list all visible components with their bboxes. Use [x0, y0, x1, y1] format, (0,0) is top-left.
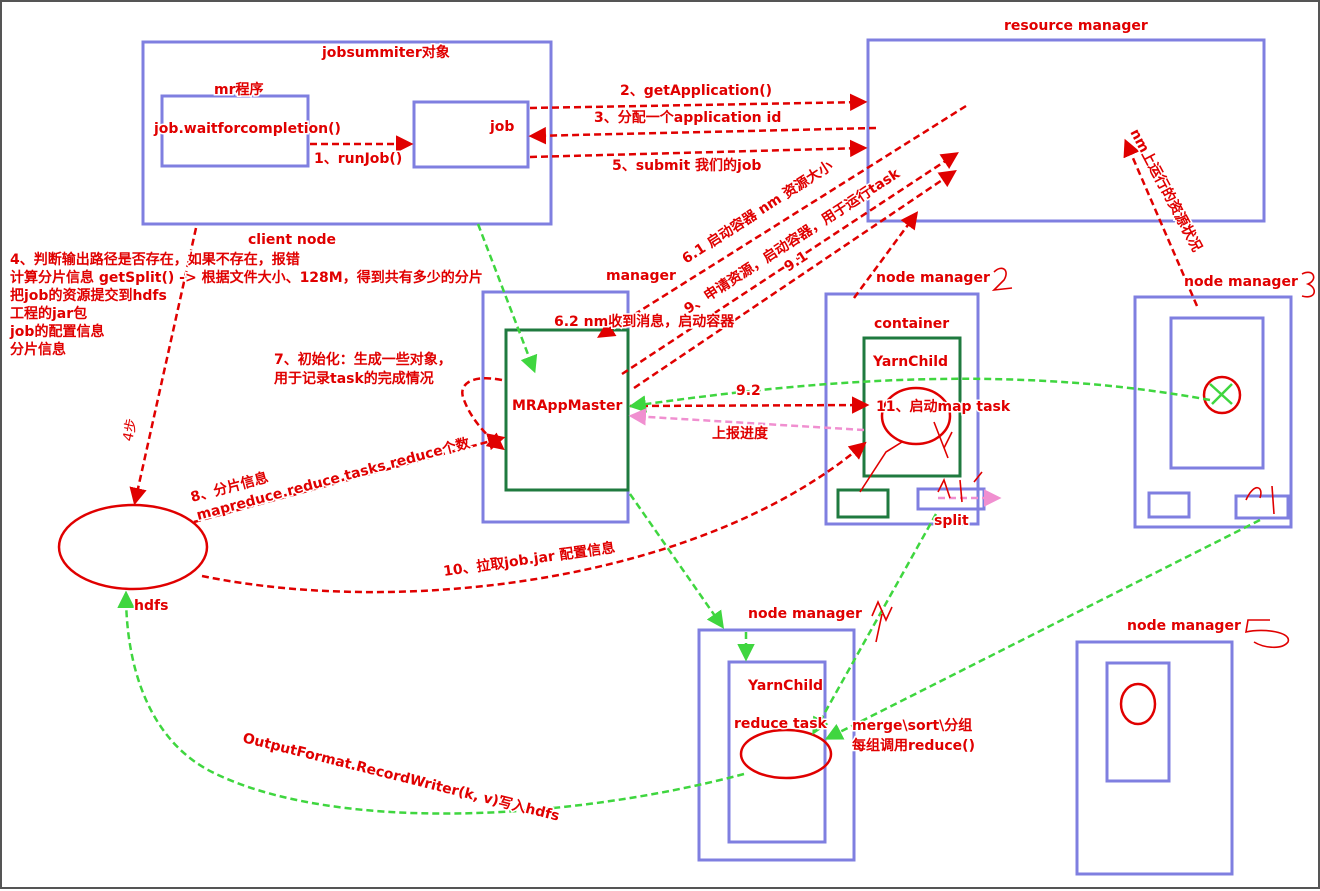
arrow-client-to-am — [476, 223, 538, 374]
label-node-manager-4: node manager — [748, 606, 862, 622]
label-client-node: client node — [248, 232, 336, 248]
arrow-11-start-map — [629, 396, 870, 414]
arrow-91-am-to-rm — [633, 170, 957, 390]
arrow-7-init — [461, 377, 505, 451]
label-node-manager-3: node manager — [1184, 274, 1298, 290]
nm3-inner-box — [1169, 316, 1265, 470]
job-box — [412, 100, 530, 169]
label-mrappmaster: MRAppMaster — [512, 398, 622, 414]
arrow-output-to-hdfs — [117, 590, 745, 815]
node-manager-3-box — [1133, 295, 1293, 529]
arrow-9-am-to-rm — [621, 152, 959, 376]
hand-mark-1 — [1245, 485, 1275, 515]
arrow-split-to-reduce — [812, 513, 938, 736]
arrow-nm2-to-rm — [852, 211, 919, 299]
label-step-5: 5、submit 我们的job — [612, 157, 761, 174]
label-mr-program: mr程序 — [214, 81, 264, 98]
label-output: OutputFormat.RecordWriter(k, v)写入hdfs — [241, 730, 561, 824]
label-step-11: 11、启动map task — [876, 398, 1011, 415]
label-step-9-2: 9.2 — [736, 383, 761, 399]
arrow-nm3-to-reduce — [824, 518, 1261, 740]
label-am-manager: manager — [606, 268, 676, 284]
label-merge-line-2: 每组调用reduce() — [852, 737, 975, 754]
node-manager-4-box — [697, 628, 856, 862]
hand-map-strokes — [859, 421, 953, 493]
hdfs-ellipse — [57, 503, 209, 591]
label-node-manager-5: node manager — [1127, 618, 1241, 634]
hand-mark-split — [937, 471, 983, 503]
label-progress: 上报进度 — [712, 425, 769, 442]
arrow-3-application-id — [528, 126, 877, 145]
arrow-5-submit — [529, 139, 868, 159]
nm5-inner-box — [1105, 661, 1171, 783]
arrow-10-fetch-jar — [201, 441, 867, 594]
yarnchild-reduce-box — [727, 660, 827, 844]
label-yarnchild-reduce: YarnChild — [747, 678, 823, 694]
label-step-4-line-3: 把job的资源提交到hdfs — [10, 287, 167, 304]
reduce-task-ellipse — [739, 728, 833, 780]
label-step-4-line-2: 计算分片信息 getSplit() -> 根据文件大小、128M，得到共有多少的… — [10, 269, 483, 286]
label-step-1: 1、runJob() — [314, 151, 402, 167]
nm3-small-box-left — [1147, 491, 1191, 519]
arrow-nm3-to-rm — [1123, 138, 1199, 307]
label-resource-manager: resource manager — [1004, 18, 1148, 34]
arrow-8-split-info — [193, 433, 506, 524]
label-step-7-line-2: 用于记录task的完成情况 — [274, 370, 434, 387]
arrow-4-to-hdfs — [129, 227, 198, 506]
mr-program-box — [160, 94, 310, 168]
nm3-small-box-right — [1234, 494, 1290, 520]
label-jobsummiter: jobsummiter对象 — [321, 44, 450, 61]
hand-mark-4 — [871, 600, 893, 643]
resource-manager-box — [866, 38, 1266, 223]
label-job: job — [489, 119, 514, 135]
label-step-3: 3、分配一个application id — [594, 109, 781, 126]
hand-mark-5 — [1245, 619, 1289, 649]
label-wait-call: job.waitforcompletion() — [153, 121, 341, 137]
node-manager-5-box — [1075, 640, 1234, 876]
label-step-6-2: 6.2 nm收到消息，启动容器 — [554, 313, 735, 330]
label-split: split — [934, 513, 969, 529]
label-yarnchild-map: YarnChild — [872, 354, 948, 370]
hand-mark-3 — [1301, 271, 1315, 298]
nm3-task-circle — [1202, 375, 1242, 415]
arrow-92-nm3-to-am — [628, 377, 1211, 413]
arrow-progress-report — [628, 408, 865, 432]
arrow-am-to-nm4 — [628, 493, 725, 629]
jobsummiter-box — [141, 40, 553, 226]
label-merge-line-1: merge\sort\分组 — [852, 717, 972, 734]
hand-nm3-x — [1209, 383, 1233, 405]
label-hdfs: hdfs — [134, 598, 168, 614]
arrow-2-getapplication — [529, 93, 868, 112]
node-manager-2-box — [824, 292, 980, 526]
label-step-4-line-1: 4、判断输出路径是否存在，如果不存在，报错 — [10, 251, 300, 268]
label-step-2: 2、getApplication() — [620, 83, 772, 99]
label-step-4-line-6: 分片信息 — [10, 341, 66, 358]
hand-mark-2 — [991, 267, 1013, 292]
map-task-ellipse — [880, 386, 952, 446]
label-reduce-task: reduce task — [734, 716, 828, 732]
mrappmaster-box — [504, 328, 630, 492]
label-node-manager-2: node manager — [876, 270, 990, 286]
label-container: container — [874, 316, 949, 332]
label-step-10: 10、拉取job.jar 配置信息 — [442, 539, 616, 580]
nm5-task-ellipse — [1119, 682, 1157, 726]
arrow-6-rm-to-am — [597, 104, 967, 338]
label-step-4-short: 4步 — [120, 417, 140, 443]
container-small-box — [836, 488, 890, 519]
label-step-4-line-4: 工程的jar包 — [10, 305, 87, 322]
label-step-4-line-5: job的配置信息 — [9, 323, 104, 340]
label-step-7-line-1: 7、初始化：生成一些对象， — [274, 351, 452, 368]
